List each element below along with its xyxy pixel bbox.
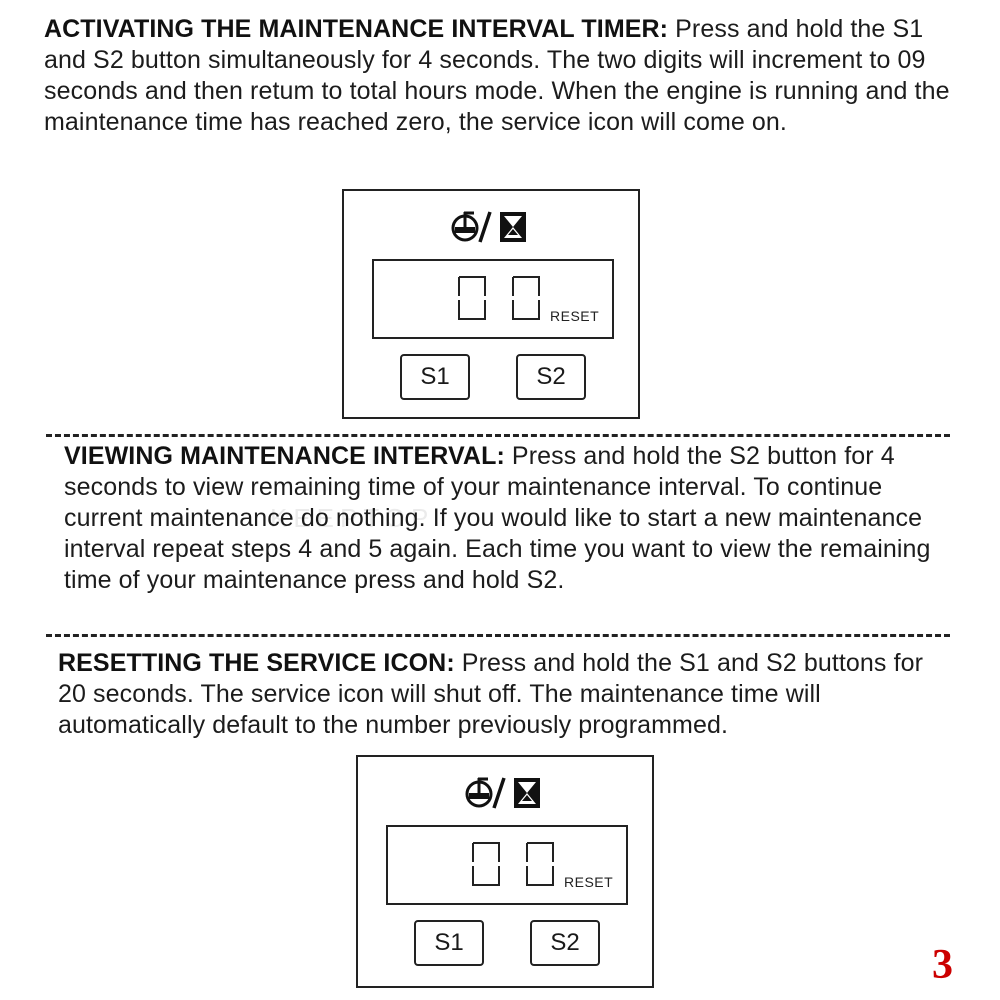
lcd-digit: [512, 276, 540, 320]
dashed-divider: [46, 434, 950, 437]
lcd-screen: RESET: [386, 825, 628, 905]
section-heading: ACTIVATING THE MAINTENANCE INTERVAL TIME…: [44, 15, 660, 43]
heading-separator: :: [446, 649, 455, 677]
service-hourglass-icon: [451, 211, 526, 243]
meter-display-panel: RESET S1 S2: [342, 189, 640, 419]
dashed-divider: [46, 634, 950, 637]
meter-display-panel: RESET S1 S2: [356, 755, 654, 988]
s2-button[interactable]: S2: [530, 920, 600, 966]
s1-button[interactable]: S1: [414, 920, 484, 966]
lcd-screen: RESET: [372, 259, 614, 339]
reset-label: RESET: [550, 308, 600, 324]
section-resetting-icon: RESETTING THE SERVICE ICON: Press and ho…: [58, 648, 958, 741]
s1-button[interactable]: S1: [400, 354, 470, 400]
section-viewing-interval: VIEWING MAINTENANCE INTERVAL: Press and …: [64, 441, 954, 596]
section-activating-timer: ACTIVATING THE MAINTENANCE INTERVAL TIME…: [44, 14, 964, 138]
section-body: Press and hold the S1 and S2 button simu…: [44, 15, 950, 136]
lcd-digit: [458, 276, 486, 320]
section-body: Press and hold the S2 button for 4 secon…: [64, 442, 931, 594]
heading-separator: :: [659, 15, 669, 43]
watermark: KEEPTOP: [270, 503, 435, 533]
section-heading: RESETTING THE SERVICE ICON: [58, 649, 447, 677]
s2-button[interactable]: S2: [516, 354, 586, 400]
reset-label: RESET: [564, 874, 614, 890]
heading-separator: :: [496, 442, 505, 470]
lcd-digit: [526, 842, 554, 886]
lcd-digit: [472, 842, 500, 886]
service-hourglass-icon: [465, 777, 540, 809]
page-number: 3: [932, 942, 953, 988]
section-heading: VIEWING MAINTENANCE INTERVAL: [64, 442, 497, 470]
section-body: Press and hold the S1 and S2 buttons for…: [58, 649, 924, 739]
